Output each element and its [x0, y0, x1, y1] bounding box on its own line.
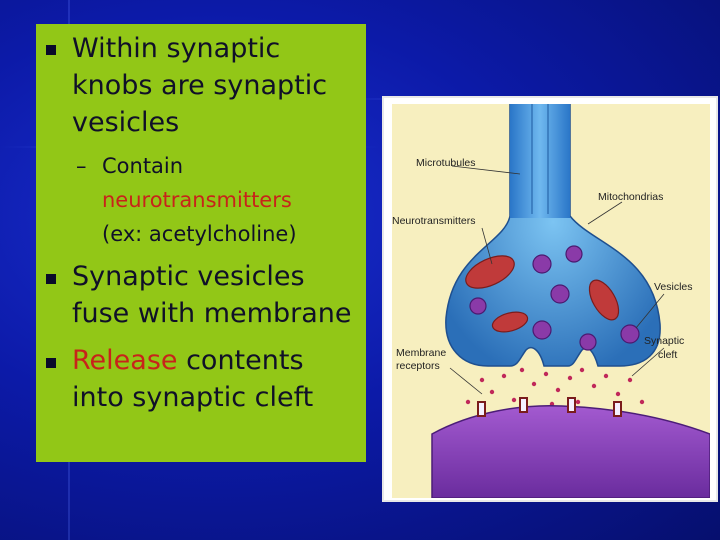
label-membrane-receptors-2: receptors [396, 360, 440, 372]
bullet-square-icon [46, 358, 56, 368]
bullet-square-icon [46, 274, 56, 284]
text-panel: Within synaptic knobs are synaptic vesic… [36, 24, 366, 462]
sub-bullet-line-3: (ex: acetylcholine) [102, 222, 297, 246]
label-synaptic-cleft-2: cleft [658, 349, 677, 361]
bullet-1-line-2: knobs are synaptic [72, 70, 328, 101]
label-vesicles: Vesicles [654, 281, 693, 293]
synapse-figure: Microtubules Mitochondrias Neurotransmit… [382, 96, 718, 502]
figure-canvas: Microtubules Mitochondrias Neurotransmit… [392, 103, 711, 499]
label-microtubules: Microtubules [416, 157, 476, 169]
bullet-3-highlight: Release [72, 345, 178, 376]
mitochondria [465, 255, 620, 333]
bullet-3-line-1: Release contents [72, 344, 304, 378]
bullet-square-icon [46, 45, 56, 55]
bullet-2-line-2: fuse with membrane [72, 298, 352, 329]
postsynaptic-membrane [431, 404, 711, 499]
label-membrane-receptors-1: Membrane [396, 347, 446, 359]
neurotransmitter-dots [465, 367, 645, 407]
label-neurotransmitters: Neurotransmitters [392, 215, 475, 227]
vesicles [469, 245, 640, 351]
bullet-2-line-1: Synaptic vesicles [72, 261, 305, 292]
bullet-3-rest: contents [177, 345, 304, 376]
label-mitochondrias: Mitochondrias [598, 191, 663, 203]
label-synaptic-cleft-1: Synaptic [644, 335, 684, 347]
sub-bullet-dash: – [76, 154, 87, 178]
bullet-1-line-3: vesicles [72, 107, 180, 138]
membrane-receptors [477, 397, 622, 417]
axon-shaft [510, 104, 570, 218]
sub-bullet-line-2: neurotransmitters [102, 188, 292, 212]
synapse-illustration: Microtubules Mitochondrias Neurotransmit… [392, 103, 711, 499]
bullet-1-line-1: Within synaptic [72, 33, 281, 64]
bullet-3-line-2: into synaptic cleft [72, 382, 314, 413]
sub-bullet-line-1: Contain [102, 154, 184, 178]
